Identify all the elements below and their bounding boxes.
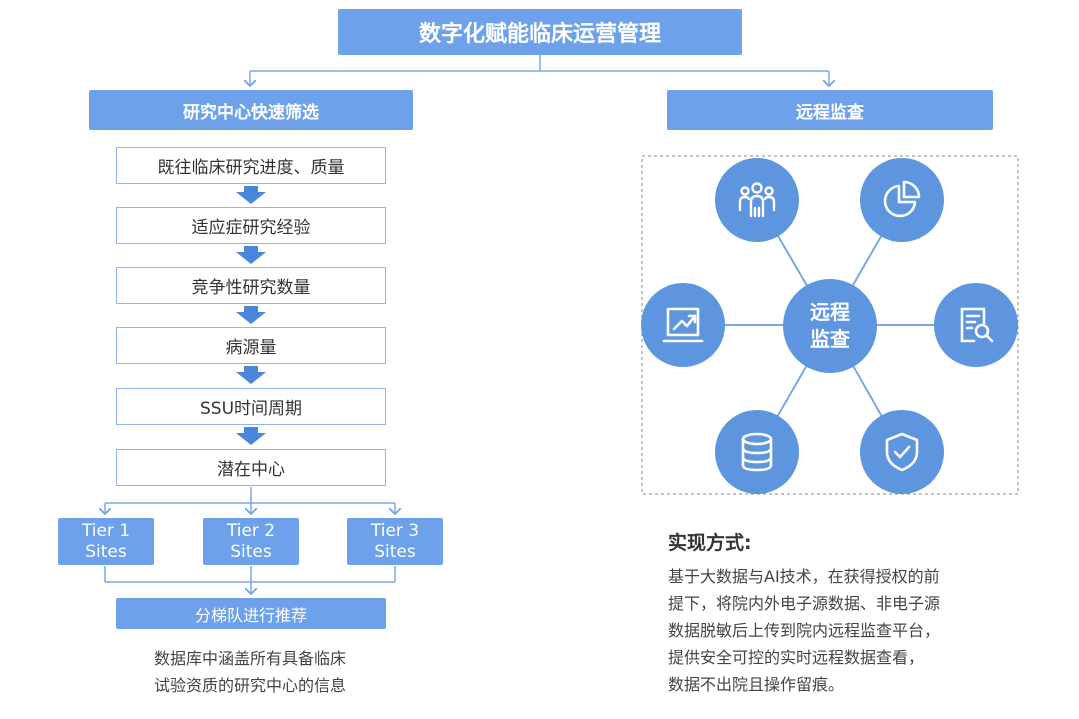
- tier-label: Tier 1: [81, 520, 131, 541]
- step-competition: 竞争性研究数量: [116, 267, 386, 304]
- tier-3-sites: Tier 3 Sites: [347, 518, 443, 565]
- step-indication: 适应症研究经验: [116, 207, 386, 244]
- database-icon: [715, 410, 799, 494]
- method-line: 提下，将院内外电子源数据、非电子源: [668, 594, 941, 613]
- step-ssu-cycle: SSU时间周期: [116, 388, 386, 425]
- hub-label: 远程: [810, 300, 850, 324]
- hub-circle: 远程 监查: [783, 279, 877, 373]
- tier-label: Tier 2: [226, 520, 276, 541]
- tier-1-sites: Tier 1 Sites: [58, 518, 154, 565]
- left-note: 数据库中涵盖所有具备临床 试验资质的研究中心的信息: [100, 645, 400, 699]
- method-line: 数据脱敏后上传到院内远程监查平台，: [668, 621, 941, 640]
- tier-sublabel: Sites: [374, 541, 416, 562]
- method-line: 基于大数据与AI技术，在获得授权的前: [668, 567, 940, 586]
- note-line: 试验资质的研究中心的信息: [153, 676, 346, 695]
- step-patient-source: 病源量: [116, 327, 386, 364]
- main-title: 数字化赋能临床运营管理: [338, 9, 742, 55]
- hub-label: 监查: [810, 327, 850, 351]
- users-icon: [715, 158, 799, 242]
- step-history: 既往临床研究进度、质量: [116, 147, 386, 184]
- pie-chart-icon: [860, 158, 944, 242]
- tier-sublabel: Sites: [85, 541, 127, 562]
- left-header: 研究中心快速筛选: [89, 90, 413, 130]
- document-search-icon: [934, 283, 1018, 367]
- step-potential-center: 潜在中心: [116, 449, 386, 486]
- note-line: 数据库中涵盖所有具备临床: [153, 649, 346, 668]
- trend-chart-icon: [641, 283, 725, 367]
- shield-check-icon: [860, 410, 944, 494]
- method-line: 数据不出院且操作留痕。: [668, 675, 845, 694]
- method-line: 提供安全可控的实时远程数据查看，: [668, 648, 925, 667]
- right-header: 远程监查: [667, 90, 993, 130]
- method-title: 实现方式:: [668, 532, 752, 554]
- method-description: 基于大数据与AI技术，在获得授权的前 提下，将院内外电子源数据、非电子源 数据脱…: [668, 563, 1028, 698]
- tier-label: Tier 3: [370, 520, 420, 541]
- tier-2-sites: Tier 2 Sites: [203, 518, 299, 565]
- tier-sublabel: Sites: [230, 541, 272, 562]
- recommend-box: 分梯队进行推荐: [116, 598, 386, 629]
